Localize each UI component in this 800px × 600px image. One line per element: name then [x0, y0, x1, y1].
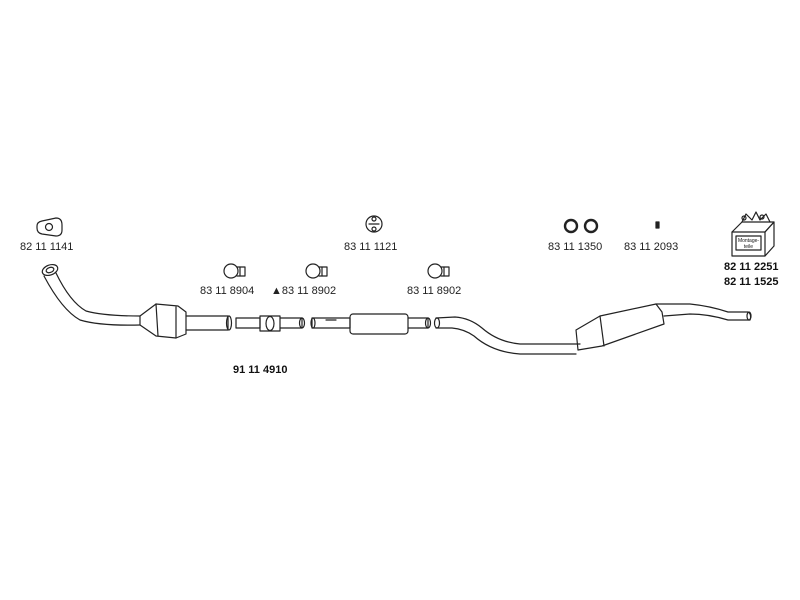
part-number-clamp-3: 83 11 8902 [407, 285, 462, 297]
front-pipe [41, 263, 141, 326]
part-number-clamp-2: ▲83 11 8902 [271, 285, 336, 297]
small-part-icon [655, 221, 660, 229]
part-number-small-part: 83 11 2093 [624, 241, 679, 253]
part-number-o-rings: 83 11 1350 [548, 241, 603, 253]
hanger-icon [365, 215, 383, 233]
part-number-flange-gasket: 82 11 1141 [20, 241, 74, 253]
clamp-icon [427, 263, 450, 279]
kit-number-1: 82 11 2251 [724, 261, 779, 273]
rear-pipe [433, 316, 581, 355]
kit-number-2: 82 11 1525 [724, 276, 779, 288]
clamp-icon [223, 263, 246, 279]
rear-silencer [575, 303, 752, 351]
kit-label-line2: teile [744, 244, 753, 250]
kit-label-line1: Montage- [738, 238, 759, 244]
warning-triangle-icon: ▲ [271, 285, 282, 297]
flange-gasket-icon [36, 217, 63, 237]
part-number-hanger: 83 11 1121 [344, 241, 398, 253]
assembly-number: 91 11 4910 [233, 364, 288, 376]
middle-silencer [310, 313, 432, 335]
part-number-clamp-2-text: 83 11 8902 [281, 285, 337, 297]
o-ring-pair-icon [563, 218, 599, 234]
mounting-kit-icon [731, 211, 775, 257]
connector-pipe [235, 315, 306, 332]
part-number-clamp-1: 83 11 8904 [200, 285, 255, 297]
catalytic-converter [139, 303, 233, 339]
clamp-icon [305, 263, 328, 279]
